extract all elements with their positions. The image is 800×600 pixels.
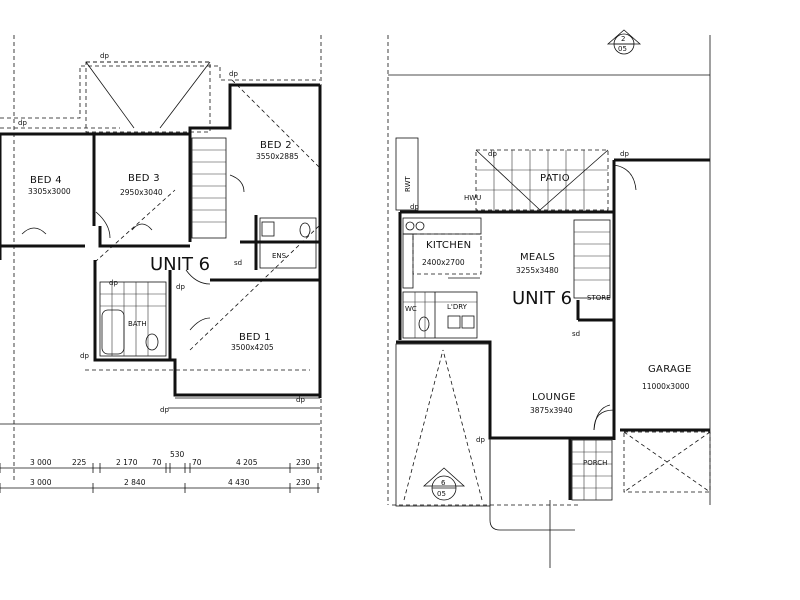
dim-text: 4 205 [236, 458, 258, 467]
unit-label-ground: UNIT 6 [512, 288, 572, 309]
dp-label: dp [620, 150, 629, 158]
section-marker-bottom-number: 6 [441, 479, 446, 487]
dp-label: dp [176, 283, 185, 291]
room-name-bed4: BED 4 [30, 175, 62, 186]
room-name-lounge: LOUNGE [532, 392, 576, 403]
dim-text: 3 000 [30, 478, 52, 487]
room-size-bed1: 3500x4205 [231, 343, 274, 352]
room-name-bed3: BED 3 [128, 173, 160, 184]
dp-label: dp [80, 352, 89, 360]
dp-label: dp [229, 70, 238, 78]
dim-text: 230 [296, 478, 311, 487]
section-marker-top-number: 2 [621, 35, 625, 43]
dp-label: dp [109, 279, 118, 287]
dp-label: dp [18, 119, 27, 127]
dim-text: 2 840 [124, 478, 146, 487]
room-name-patio: PATIO [540, 173, 570, 184]
room-size-bed2: 3550x2885 [256, 152, 299, 161]
room-name-wc: WC [405, 305, 417, 313]
room-name-store: STORE [587, 294, 611, 302]
room-size-bed3: 2950x3040 [120, 188, 163, 197]
dim-text: 2 170 [116, 458, 138, 467]
section-marker-top: 2 05 [606, 29, 642, 55]
section-marker-bottom-sheet: 05 [437, 490, 446, 498]
dim-text: 530 [170, 450, 185, 459]
room-name-ens: ENS [272, 252, 287, 260]
room-name-porch: PORCH [583, 459, 607, 467]
dim-text: 70 [192, 458, 202, 467]
room-name-bath: BATH [128, 320, 147, 328]
dp-label: dp [160, 406, 169, 414]
room-name-kitchen: KITCHEN [426, 240, 471, 251]
room-size-garage: 11000x3000 [642, 382, 690, 391]
section-marker-bottom: 6 05 [422, 467, 466, 501]
dp-label: dp [476, 436, 485, 444]
dim-text: 70 [152, 458, 162, 467]
room-size-lounge: 3875x3940 [530, 406, 573, 415]
upper-floor-plan: BED 4 3305x3000 BED 3 2950x3040 BED 2 35… [0, 35, 322, 493]
room-name-bed2: BED 2 [260, 140, 292, 151]
sd-label-ground: sd [572, 330, 580, 338]
dim-text: 4 430 [228, 478, 250, 487]
rwt-label: RWT [404, 175, 412, 192]
sd-label-upper: sd [234, 259, 242, 267]
hwu-label: HWU [464, 194, 481, 202]
dp-label: dp [410, 203, 419, 211]
dp-label: dp [296, 396, 305, 404]
section-marker-top-sheet: 05 [618, 45, 627, 53]
ground-floor-plan: 2 05 6 05 PATIO KITCHEN 2400x2700 MEALS … [387, 29, 711, 568]
unit-label-upper: UNIT 6 [150, 254, 210, 275]
dp-label: dp [100, 52, 109, 60]
room-size-meals: 3255x3480 [516, 266, 559, 275]
dim-text: 230 [296, 458, 311, 467]
dim-text: 3 000 [30, 458, 52, 467]
room-name-garage: GARAGE [648, 364, 692, 375]
dp-label: dp [488, 150, 497, 158]
room-size-kitchen: 2400x2700 [422, 258, 465, 267]
room-size-bed4: 3305x3000 [28, 187, 71, 196]
room-name-bed1: BED 1 [239, 332, 271, 343]
room-name-meals: MEALS [520, 252, 555, 263]
dim-text: 225 [72, 458, 87, 467]
room-name-laundry: L'DRY [447, 303, 468, 311]
